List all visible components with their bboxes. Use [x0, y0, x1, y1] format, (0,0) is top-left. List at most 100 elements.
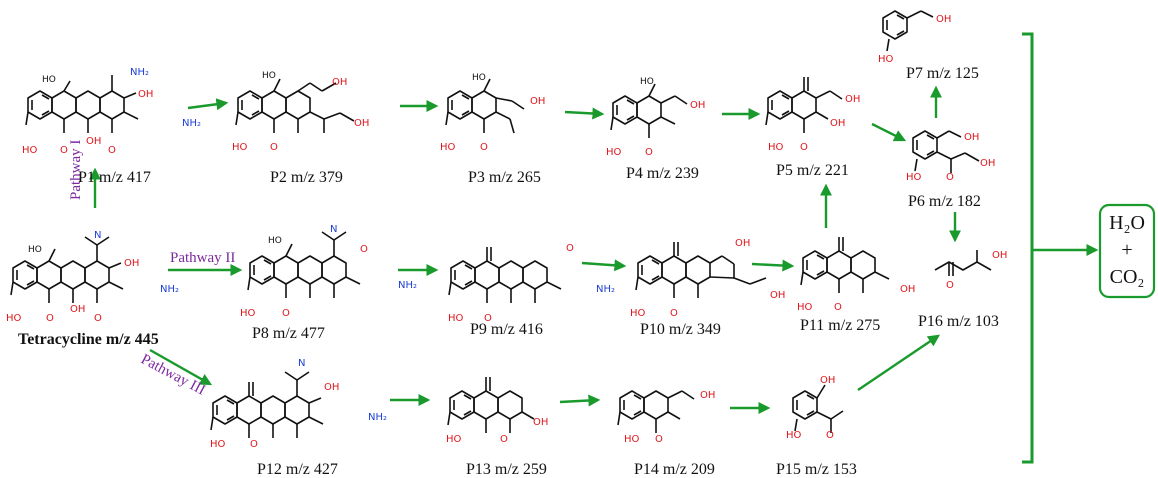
molecule-p6: [912, 130, 980, 173]
svg-text:O: O: [484, 313, 492, 324]
svg-text:O: O: [360, 244, 368, 255]
svg-text:OH: OH: [980, 158, 995, 169]
caption-p14: P14 m/z 209: [634, 461, 715, 478]
svg-text:OH: OH: [138, 89, 153, 100]
svg-text:HO: HO: [210, 439, 226, 450]
svg-text:OH: OH: [533, 417, 548, 428]
molecule-p16: [934, 250, 992, 276]
molecule-p10: [635, 242, 767, 298]
svg-text:O: O: [834, 302, 842, 313]
svg-text:HO: HO: [232, 142, 248, 153]
svg-text:OH: OH: [992, 250, 1007, 261]
svg-text:O: O: [800, 142, 808, 153]
molecule-p12: [210, 371, 324, 438]
svg-text:O: O: [500, 434, 508, 445]
svg-text:N: N: [298, 358, 305, 369]
caption-p15: P15 m/z 153: [776, 461, 857, 478]
molecule-p9: [448, 247, 562, 303]
svg-text:HO: HO: [606, 147, 622, 158]
svg-text:OH: OH: [332, 77, 347, 88]
svg-text:HO: HO: [268, 236, 282, 246]
svg-text:NH₂: NH₂: [368, 412, 387, 423]
pathway-1-label: Pathway I: [68, 140, 84, 200]
molecule-p15: [792, 384, 844, 433]
molecule-p7: [882, 10, 934, 52]
svg-text:HO: HO: [240, 308, 256, 319]
svg-text:HO: HO: [6, 313, 22, 324]
caption-p1: P1 m/z 417: [78, 169, 151, 186]
svg-text:HO: HO: [448, 313, 464, 324]
svg-text:OH: OH: [700, 390, 715, 401]
svg-text:N: N: [330, 224, 337, 235]
svg-text:O: O: [480, 142, 488, 153]
molecule-p3: [445, 78, 525, 134]
atom-labels: HO NH₂ OH NH₂ HO O OH O HO OH OH HO O HO…: [6, 14, 1007, 450]
svg-text:NH₂: NH₂: [596, 284, 615, 295]
svg-text:HO: HO: [440, 142, 456, 153]
svg-text:HO: HO: [878, 54, 894, 65]
svg-text:O: O: [670, 308, 678, 319]
plus-sign: +: [1121, 239, 1132, 261]
svg-text:O: O: [282, 308, 290, 319]
svg-text:HO: HO: [446, 434, 462, 445]
caption-p8: P8 m/z 477: [252, 325, 325, 342]
caption-p9: P9 m/z 416: [470, 321, 543, 338]
svg-text:HO: HO: [262, 71, 276, 81]
svg-text:NH₂: NH₂: [398, 280, 417, 291]
molecule-p1: [25, 75, 139, 133]
svg-text:HO: HO: [906, 172, 922, 183]
caption-p13: P13 m/z 259: [466, 461, 547, 478]
molecule-p11: [800, 237, 890, 293]
svg-text:O: O: [946, 172, 954, 183]
svg-text:OH: OH: [530, 96, 545, 107]
svg-text:O: O: [270, 142, 278, 153]
svg-text:O: O: [60, 145, 68, 156]
svg-text:OH: OH: [735, 238, 750, 249]
caption-p3: P3 m/z 265: [468, 169, 541, 186]
svg-text:HO: HO: [42, 75, 56, 85]
svg-text:HO: HO: [624, 434, 640, 445]
compound-captions: P1 m/z 417 P2 m/z 379 P3 m/z 265 P4 m/z …: [18, 65, 999, 478]
caption-p4: P4 m/z 239: [626, 165, 699, 182]
molecule-p4: [610, 83, 688, 138]
svg-text:OH: OH: [820, 375, 835, 386]
svg-text:O: O: [826, 430, 834, 441]
svg-text:O: O: [94, 313, 102, 324]
svg-text:HO: HO: [640, 77, 654, 87]
caption-p11: P11 m/z 275: [800, 317, 880, 334]
svg-text:NH₂: NH₂: [130, 67, 149, 78]
water-label: H₂O: [1109, 212, 1145, 234]
svg-text:NH₂: NH₂: [160, 284, 179, 295]
svg-text:O: O: [250, 439, 258, 450]
svg-text:HO: HO: [797, 302, 813, 313]
svg-text:HO: HO: [472, 73, 486, 83]
caption-p7: P7 m/z 125: [906, 65, 979, 82]
molecule-p13: [447, 377, 535, 433]
svg-text:HO: HO: [768, 142, 784, 153]
molecule-p14: [617, 390, 695, 433]
svg-text:OH: OH: [830, 118, 845, 129]
svg-text:NH₂: NH₂: [182, 118, 201, 129]
svg-text:O: O: [645, 147, 653, 158]
final-products-box: [1098, 203, 1156, 299]
svg-text:OH: OH: [70, 304, 85, 315]
co2-label: CO₂: [1110, 266, 1145, 288]
pathway-3-label: Pathway III: [138, 351, 208, 398]
svg-text:HO: HO: [22, 145, 38, 156]
svg-text:OH: OH: [770, 290, 785, 301]
caption-p10: P10 m/z 349: [640, 321, 721, 338]
molecule-p2: [235, 78, 355, 133]
svg-text:OH: OH: [690, 100, 705, 111]
caption-p12: P12 m/z 427: [257, 461, 338, 478]
svg-text:O: O: [946, 280, 954, 291]
svg-text:OH: OH: [845, 94, 860, 105]
reaction-arrows: [89, 85, 1099, 414]
molecule-tetracycline: [10, 236, 124, 303]
caption-p16: P16 m/z 103: [918, 313, 999, 330]
caption-p2: P2 m/z 379: [270, 169, 343, 186]
svg-text:OH: OH: [936, 14, 951, 25]
pathway-2-label: Pathway II: [170, 250, 235, 266]
svg-text:OH: OH: [354, 118, 369, 129]
svg-text:HO: HO: [28, 245, 42, 255]
